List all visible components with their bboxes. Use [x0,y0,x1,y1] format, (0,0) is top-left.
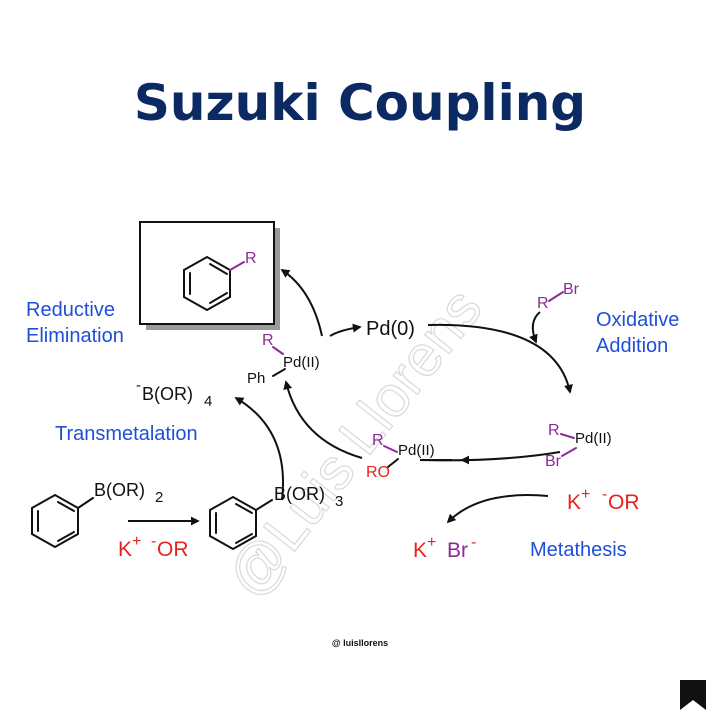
step-oxidative-addition-2: Addition [596,335,668,357]
k-plus-right: + [581,486,590,503]
k-plus-kbr: + [427,534,436,551]
r-br-reagent: R Br [537,281,580,312]
boronic-b-label: B(OR) [94,480,145,500]
r-label-left: R [262,332,274,349]
arrow-metathesis [446,494,549,524]
boronate-subscript: 3 [335,493,343,510]
or-label-right: OR [608,491,640,514]
boronic-subscript: 2 [155,489,163,506]
arrow-to-pd0 [329,323,362,337]
k-label-kbr: K [413,539,427,562]
page-title: Suzuki Coupling [134,74,586,132]
borate-minus: - [136,377,141,394]
br-label-right: Br [545,453,562,470]
step-metathesis: Metathesis [530,539,627,561]
br-label-kbr: Br [447,539,468,562]
br-minus-kbr: - [471,534,476,551]
arrow-oxidative-addition [427,323,573,394]
k-br-byproduct: K + Br - [413,534,476,562]
ro-label: RO [366,464,390,481]
phenyl-boronic-ester: B(OR) 2 [31,480,163,549]
r-pd-br-intermediate: R Pd(II) Br [545,422,612,470]
pd0-label: Pd(0) [366,318,415,340]
r-label-rbr: R [537,295,549,312]
or-label-left: OR [157,538,189,561]
pd-ii-left: Pd(II) [283,354,320,371]
br-label-rbr: Br [563,281,580,298]
borate-subscript: 4 [204,393,212,410]
borate-byproduct: - B(OR) 4 [136,377,212,410]
r-label-middle: R [372,432,384,449]
k-label-right: K [567,491,581,514]
k-or-reagent-right: K + - OR [567,486,640,514]
pd-ii-middle: Pd(II) [398,442,435,459]
arrow-rbr-curl [529,311,541,344]
k-label-left: K [118,538,132,561]
product-r-label: R [245,250,257,267]
arrow-borate-release [234,397,284,501]
phenyl-boronate-complex: B(OR) 3 [209,484,343,551]
or-minus-left: - [151,533,156,550]
r-pd-ph-intermediate: R Pd(II) Ph [247,332,320,387]
k-or-reagent-left: K + - OR [118,533,189,561]
bookmark-icon [680,680,706,710]
step-reductive-elimination-2: Elimination [26,325,124,347]
r-pd-or-intermediate: R Pd(II) RO [366,432,435,481]
borate-b-label: B(OR) [142,384,193,404]
step-transmetalation: Transmetalation [55,423,198,445]
arrow-reductive-elimination [280,269,323,337]
r-label-right: R [548,422,560,439]
step-oxidative-addition-1: Oxidative [596,309,679,331]
k-plus-left: + [132,533,141,550]
pd-ii-right: Pd(II) [575,430,612,447]
ph-label: Ph [247,370,265,387]
or-minus-right: - [602,486,607,503]
arrow-transmetalation-up [283,380,363,459]
credit-handle: @ luisllorens [332,638,388,648]
step-reductive-elimination-1: Reductive [26,299,115,321]
product-box: R [139,221,280,330]
boronate-b-label: B(OR) [274,484,325,504]
